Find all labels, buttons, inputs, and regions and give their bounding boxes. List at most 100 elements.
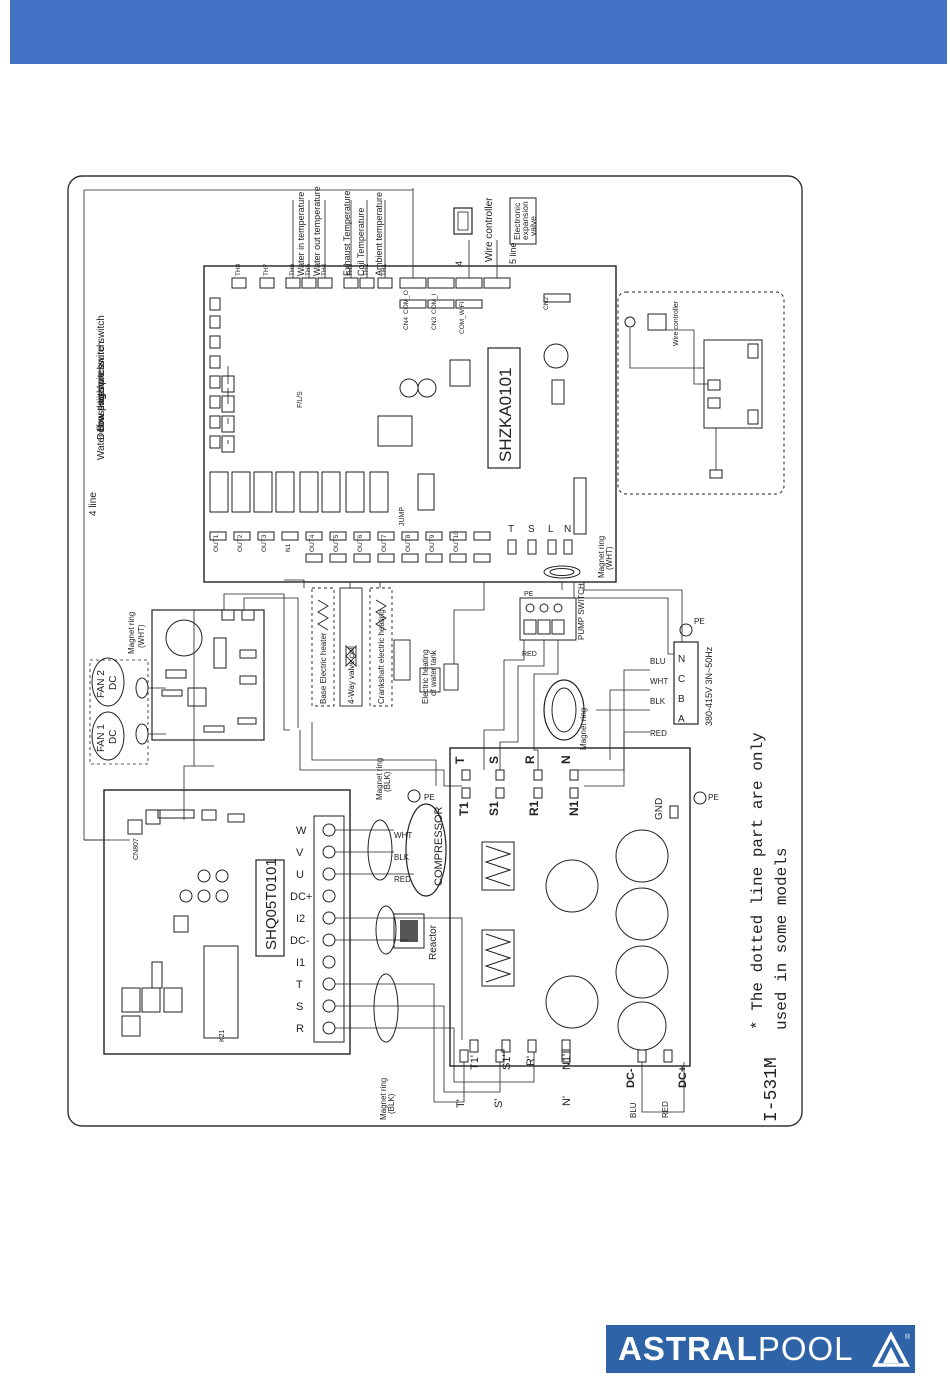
out-6: OUT6 <box>357 534 364 552</box>
eev-label-1: Electronic <box>512 202 522 240</box>
pump-pe: PE <box>524 591 534 598</box>
com-wifi-label: COM_WIFI <box>459 301 466 334</box>
out-1: OUT1 <box>213 534 220 552</box>
power-color-blu: BLU <box>650 657 666 666</box>
drive-terminal-column <box>313 815 345 1043</box>
lsn-n: N <box>564 524 571 535</box>
th1: TH1 <box>381 263 388 276</box>
switch-label-low: Low pressure switch <box>96 341 107 432</box>
drive-board-label: SHQ05T0101 <box>263 858 280 950</box>
cn2-label: CN2 <box>543 297 550 310</box>
out-2: OUT2 <box>237 534 244 552</box>
com-i: COM_I <box>431 293 438 314</box>
filter-s1: S1 <box>487 801 501 816</box>
line-4-main: 4 line <box>88 492 99 516</box>
lsn-t: T <box>508 524 514 535</box>
drive-term-dcm: DC- <box>290 935 310 947</box>
comp-blk: BLK <box>394 853 410 862</box>
com-o: COM_O <box>403 290 410 314</box>
comp-magnet-ring-2: (BLK) <box>383 771 392 792</box>
fan1-dc: DC <box>108 730 119 744</box>
lsn-s: S <box>528 524 535 535</box>
th8: TH8 <box>235 263 242 276</box>
reactor-label: Reactor <box>428 924 439 960</box>
supply-label: 380-415V 3N~50Hz <box>704 646 714 726</box>
filter-bottom-tp: T' <box>455 1099 467 1108</box>
filter-bottom-np: N' <box>561 1096 573 1106</box>
filter-bottom-r: R' <box>525 1056 537 1066</box>
dc-red: RED <box>661 1101 670 1118</box>
th5: TH5 <box>305 263 312 276</box>
filter-coils <box>481 841 515 987</box>
rs-n: N <box>559 755 573 764</box>
drive-board-label-box <box>255 859 285 957</box>
compressor-shape <box>405 803 447 897</box>
out-5: OUT5 <box>333 534 340 552</box>
switch-connectors <box>209 297 235 453</box>
filter-bottom-sp: S' <box>493 1099 505 1108</box>
switch-label-flow: Water flow switch <box>96 383 107 460</box>
fan2-dc: DC <box>108 676 119 690</box>
drive-term-i1: I1 <box>296 957 305 969</box>
filter-board <box>449 747 691 1067</box>
power-term-n: N <box>678 654 685 665</box>
th3: TH3 <box>347 263 354 276</box>
out-10: OUT10 <box>453 531 460 552</box>
out-4: OUT4 <box>309 534 316 552</box>
power-term-b: B <box>678 694 685 705</box>
drive-term-r: R <box>296 1023 304 1035</box>
power-term-c: C <box>678 674 685 685</box>
main-board <box>203 265 617 583</box>
drive-board <box>103 789 351 1055</box>
th4: TH4 <box>321 263 328 276</box>
power-pe: PE <box>694 617 705 626</box>
sensor-label-ambient: Ambient temperature <box>374 192 384 276</box>
out-n1: N1 <box>285 543 292 552</box>
note-line-2: used in some models <box>773 848 791 1030</box>
fan1-label: FAN 1 <box>96 724 107 752</box>
sensor-label-water-out: Water out temperature <box>312 186 322 276</box>
header-bar <box>10 0 947 64</box>
eev-label-2: expansion <box>520 201 530 240</box>
fls-label: F/L/S <box>297 391 304 408</box>
filter-dc-minus: DC- <box>625 1068 637 1088</box>
filter-bottom-t1: T1' <box>469 1055 481 1070</box>
sensor-label-exhaust: Exhaust Temperature <box>342 191 352 276</box>
filter-r1: R1 <box>527 800 541 816</box>
filter-pe: PE <box>708 793 719 802</box>
cn4-label: CN4 <box>403 317 410 330</box>
out-8: OUT8 <box>405 534 412 552</box>
wire-controller-label: Wire controller <box>484 197 495 262</box>
power-color-red: RED <box>650 729 667 738</box>
drive-term-dcp: DC+ <box>290 891 312 903</box>
drive-term-v: V <box>296 847 304 859</box>
compressor-label: COMPRESSOR <box>433 806 445 886</box>
rs-s: S <box>487 756 501 764</box>
sensor-label-water-in: Water in temperature <box>296 192 306 276</box>
main-board-label-box <box>487 347 521 469</box>
loads-block <box>311 587 393 707</box>
inset-wire-controller: Wire controller <box>673 300 680 346</box>
power-color-blk: BLK <box>650 697 666 706</box>
drive-term-u: U <box>296 869 304 881</box>
th2: TH2 <box>363 263 370 276</box>
magnet-ring-wht-connector <box>573 477 587 535</box>
load-base-heater: Base Electric heater <box>319 632 328 704</box>
filter-caps <box>545 829 669 1051</box>
power-terminal-block <box>673 641 699 725</box>
rs-t: T <box>453 756 467 764</box>
line-4-label: 4 <box>454 261 464 266</box>
power-color-wht: WHT <box>650 677 668 686</box>
logo-registered: ® <box>905 1333 911 1341</box>
logo-astral: ASTRAL <box>618 1330 758 1367</box>
rs-r: R <box>523 755 537 764</box>
comp-wht: WHT <box>394 831 412 840</box>
comp-pe: PE <box>424 793 435 802</box>
magnet-ring-main-label-2: (WHT) <box>605 546 614 570</box>
out-terminals <box>209 531 573 563</box>
fan-magnet-ring: Magnet ring <box>127 612 136 654</box>
load-4way-valve: 4-Way valve coil <box>347 646 356 704</box>
th6: TH6 <box>289 263 296 276</box>
drive-term-w: W <box>296 825 307 837</box>
wiring-diagram: Water in temperature Water out temperatu… <box>64 170 806 1132</box>
